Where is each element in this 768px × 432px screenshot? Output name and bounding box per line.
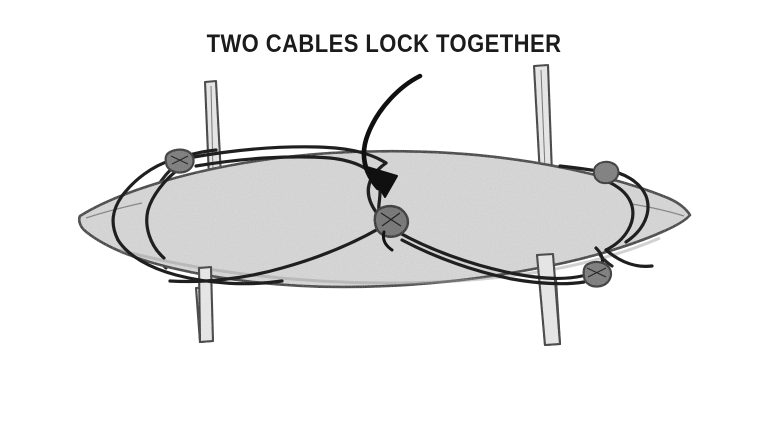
left-cable-under-nose [116, 238, 284, 286]
left-cable-parallel-strand [194, 155, 384, 222]
arrow-head [366, 166, 398, 198]
center-lock-body [373, 204, 410, 238]
left-cable-nose-loop-outer [111, 158, 174, 242]
left-knot [164, 148, 195, 174]
left-cable-lower-run [168, 226, 382, 284]
right-post-upper-shade [540, 69, 546, 171]
right-cable-run-parallel [400, 238, 586, 286]
left-cable-top-sweep [186, 145, 388, 165]
center-lock-tail-strand [382, 230, 394, 252]
right-upper-knot [592, 160, 620, 185]
arrow-shaft [361, 73, 423, 191]
right-upper-knot-body [592, 160, 620, 185]
center-lock-knot [373, 204, 410, 252]
left-knot-body [164, 148, 195, 174]
right-cable-run-to-post [396, 230, 584, 280]
right-cable-tail-lower-return [604, 248, 654, 268]
annotation-caption: TWO CABLES LOCK TOGETHER [206, 30, 562, 58]
left-post-upper-shade [210, 85, 214, 173]
left-cable-nose-loop-inner [145, 166, 182, 260]
right-cable-tail-loop-outer [602, 168, 650, 244]
annotation-arrow [361, 73, 423, 198]
left-post-front-overlap [197, 265, 215, 344]
left-cable [111, 145, 392, 286]
center-lock-hatching [380, 212, 402, 227]
left-knot-hatching [170, 155, 189, 165]
right-knot-body [582, 260, 613, 288]
right-knot [582, 260, 613, 288]
right-knot-hatching [586, 267, 607, 278]
surfboard-tail-crease [631, 203, 685, 217]
